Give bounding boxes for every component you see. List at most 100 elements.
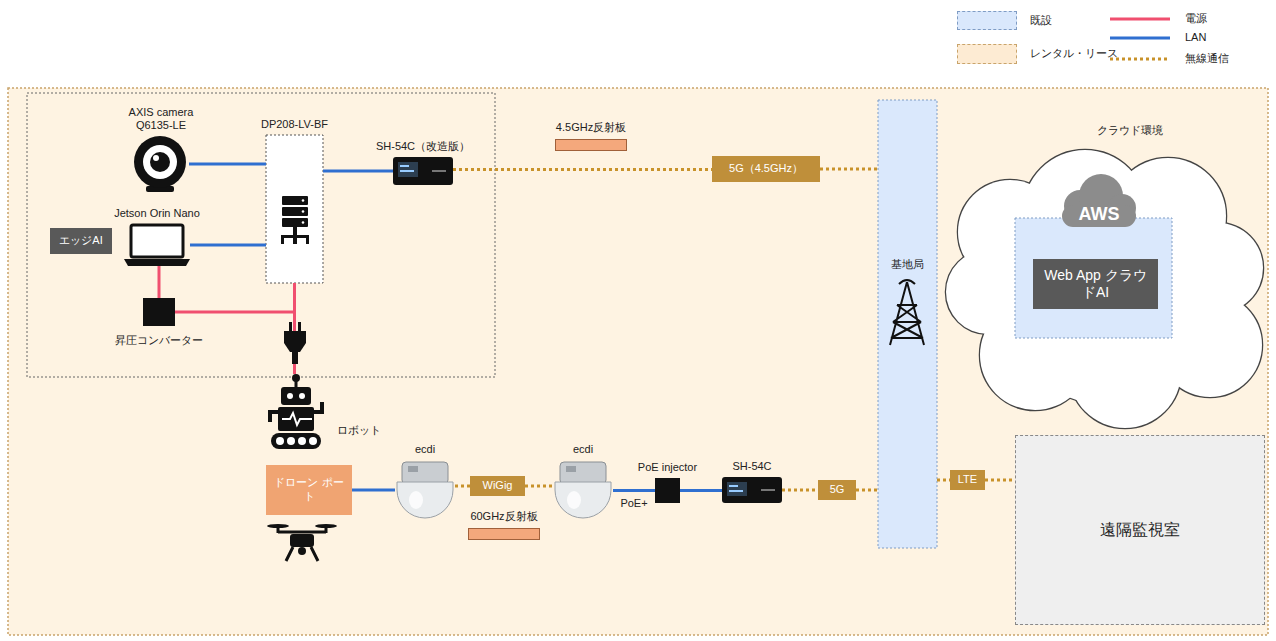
node-heading: PoE injector — [638, 461, 698, 475]
node-label: 基地局 — [891, 258, 924, 272]
wireless-badge: LTE — [950, 470, 985, 490]
robot-icon — [295, 380, 298, 387]
ecdi-icon — [560, 462, 606, 484]
cloud-fill — [995, 175, 1225, 405]
lan-cable — [680, 489, 722, 492]
legend-line — [1110, 18, 1170, 21]
node-label: 4.5GHz反射板 — [556, 121, 626, 135]
wireless-badge: 5G（4.5GHz） — [712, 156, 820, 182]
app-box: Web App クラウドAI — [1033, 259, 1158, 309]
edge-ai-box: エッジAI — [50, 228, 112, 254]
node-heading: 4.5GHz反射板 — [556, 121, 626, 135]
robot-icon — [278, 407, 314, 431]
robot-icon — [282, 413, 312, 425]
server-icon — [302, 221, 305, 224]
ecdi-icon — [555, 482, 611, 518]
cloud-fill — [946, 150, 1263, 428]
node-heading: ecdi — [573, 443, 593, 457]
router-icon — [400, 170, 414, 172]
wireless-link — [820, 168, 878, 171]
drone-icon — [290, 534, 314, 547]
node-label: SH-54C（改造版） — [376, 140, 470, 154]
drone-icon — [286, 547, 318, 561]
aws-cloud-icon — [1062, 174, 1136, 227]
plug-icon — [284, 331, 306, 352]
lan-cable — [613, 489, 655, 492]
router-icon — [727, 482, 747, 496]
node-label: 5G — [830, 483, 845, 497]
node-label: エッジAI — [59, 234, 102, 248]
node-heading: 昇圧コンバーター — [115, 334, 203, 348]
cloud-outline — [946, 150, 1263, 428]
node-label: 遠隔監視室 — [1100, 520, 1180, 540]
router-device: SH-54C — [722, 477, 782, 503]
router-icon — [432, 170, 446, 172]
router-icon — [722, 477, 782, 503]
ecdi-icon — [555, 462, 611, 518]
laptop-icon — [124, 259, 190, 266]
existing-cloud-area — [1015, 218, 1172, 338]
server-icon — [281, 196, 309, 244]
robot-icon — [270, 374, 322, 449]
cloud-outline — [995, 175, 1225, 405]
legend-line — [1110, 58, 1170, 61]
ecdi-icon — [408, 466, 418, 472]
node-label: ドローン ポート — [271, 476, 347, 504]
robot-icon — [276, 437, 284, 445]
drone-icon — [278, 531, 326, 534]
node-label: ロボット — [337, 424, 381, 438]
ecdi-unit: ecdi — [553, 460, 613, 520]
wireless-link — [937, 479, 950, 482]
ecdi-icon — [409, 491, 423, 509]
edge-computer: Jetson Orin Nano — [124, 224, 190, 266]
lan-cable — [323, 170, 393, 173]
node-label: DP208-LV-BF — [261, 118, 328, 132]
drone-port: ドローン ポート — [266, 465, 352, 515]
server-icon — [302, 210, 305, 213]
lan-cable — [189, 163, 266, 166]
legend-text: レンタル・リース — [1030, 47, 1118, 61]
base-station-band — [878, 100, 937, 548]
server-icon — [293, 227, 297, 235]
laptop-icon — [124, 225, 190, 266]
router-icon — [393, 157, 453, 185]
router-icon — [722, 477, 782, 503]
robot-icon — [314, 402, 322, 412]
converter-icon — [143, 298, 175, 326]
router-icon — [398, 162, 418, 177]
rental-region — [8, 88, 1268, 635]
camera-device: AXIS camera Q6135-LE — [133, 136, 189, 192]
server-icon — [282, 218, 308, 227]
node-heading: ロボット — [337, 424, 381, 438]
reflector-plate: 60GHz反射板 — [468, 528, 540, 540]
robot-icon — [299, 393, 305, 399]
plug-icon — [298, 322, 301, 331]
node-heading: SH-54C — [732, 460, 771, 474]
legend-line-sample — [1110, 55, 1172, 63]
lan-cable — [352, 489, 395, 492]
power-line — [158, 266, 161, 298]
router-icon — [729, 490, 743, 492]
ecdi-icon — [567, 491, 581, 509]
robot: ロボット — [265, 374, 327, 450]
camera-icon — [134, 136, 186, 192]
wireless-link — [856, 489, 878, 492]
plug-icon — [292, 352, 298, 364]
server-icon — [293, 238, 297, 244]
wireless-link — [453, 168, 712, 171]
node-label: PoE injector — [638, 461, 698, 475]
plug-icon — [289, 322, 292, 331]
power-line — [175, 283, 295, 312]
network-switch: DP208-LV-BF — [266, 135, 323, 283]
node-heading: 基地局 — [891, 258, 924, 272]
wireless-link — [782, 489, 818, 492]
robot-icon — [309, 437, 317, 445]
node-label: ecdi — [573, 443, 593, 457]
node-heading: SH-54C（改造版） — [376, 140, 470, 154]
node-label: 昇圧コンバーター — [115, 334, 203, 348]
cloud-provider-logo: AWS — [1078, 204, 1119, 225]
drone-icon — [267, 524, 337, 561]
wireless-badge: 5G — [818, 480, 856, 500]
